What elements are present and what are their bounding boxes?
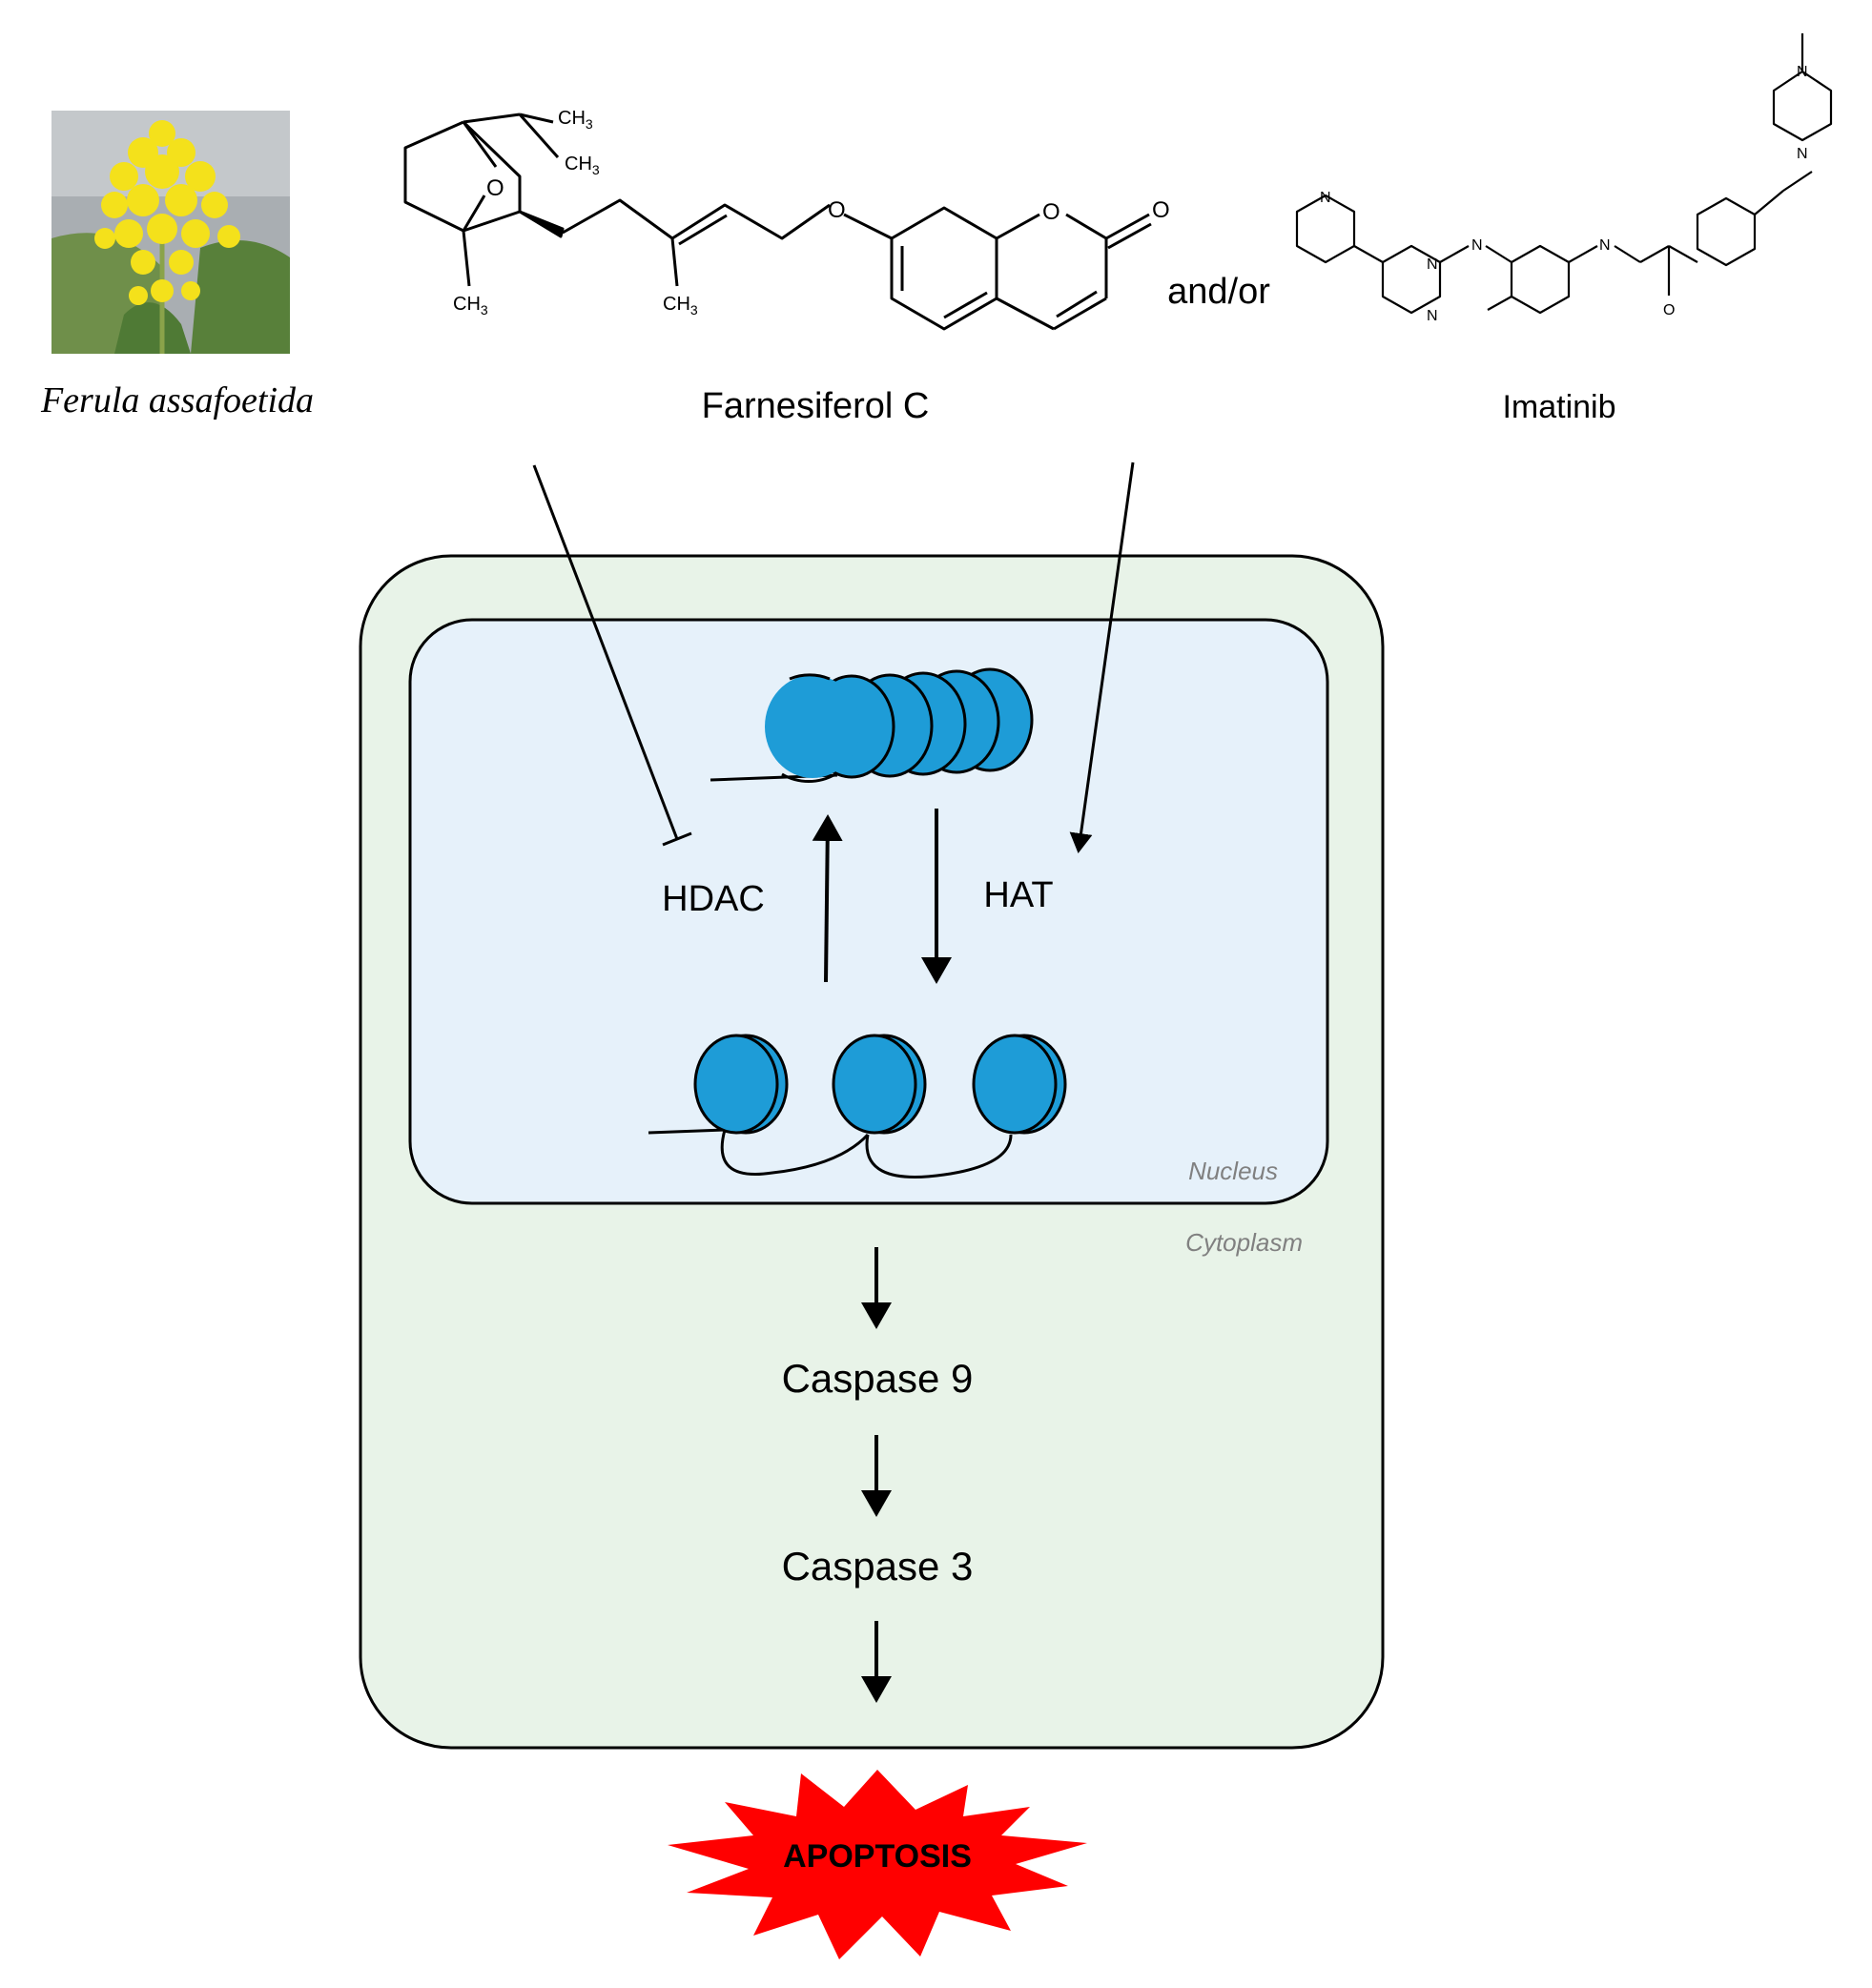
caspase-9-label: Caspase 9 bbox=[782, 1356, 974, 1401]
methyl-label: CH3 bbox=[558, 108, 593, 132]
apoptosis-label: APOPTOSIS bbox=[783, 1838, 972, 1875]
hat-activation-arrow bbox=[1069, 461, 1135, 853]
condensation-arrow bbox=[812, 814, 843, 983]
open-chromatin bbox=[648, 1034, 1067, 1178]
nucleus-label: Nucleus bbox=[1188, 1157, 1278, 1185]
nitrogen-label: N bbox=[1599, 237, 1611, 254]
farnesiferol-structure bbox=[403, 113, 1152, 331]
ether-oxygen-label: O bbox=[828, 197, 846, 223]
farnesiferol-name-label: Farnesiferol C bbox=[702, 386, 930, 426]
plant-photo bbox=[51, 111, 290, 354]
hdac-label: HDAC bbox=[662, 879, 765, 919]
nucleosome bbox=[832, 1034, 917, 1135]
nucleosome bbox=[765, 675, 860, 778]
flower-cluster bbox=[94, 120, 240, 305]
caspase-3-label: Caspase 3 bbox=[782, 1544, 974, 1588]
nitrogen-label: N bbox=[1797, 64, 1808, 80]
farnesiferol-atom-labels: CH3 CH3 CH3 CH3 O O O O bbox=[453, 108, 1170, 318]
nitrogen-label: N bbox=[1797, 146, 1808, 162]
cell-nucleus bbox=[408, 618, 1329, 1205]
methyl-label: CH3 bbox=[565, 154, 600, 177]
plant-name-label: Ferula assafoetida bbox=[40, 380, 314, 420]
carbonyl-oxygen-label: O bbox=[1152, 197, 1170, 223]
lactone-oxygen-label: O bbox=[1042, 199, 1060, 225]
nucleosome bbox=[693, 1034, 779, 1135]
nucleosome bbox=[972, 1034, 1058, 1135]
methyl-label: CH3 bbox=[453, 294, 488, 318]
oxygen-label: O bbox=[1663, 302, 1675, 318]
hdac-inhibition-line bbox=[532, 464, 692, 847]
nitrogen-label: N bbox=[1471, 237, 1483, 254]
and-or-connector-label: and/or bbox=[1167, 272, 1270, 312]
cytoplasm-label: Cytoplasm bbox=[1185, 1228, 1303, 1257]
methyl-label: CH3 bbox=[663, 294, 698, 318]
nitrogen-label: N bbox=[1320, 190, 1331, 206]
imatinib-atom-labels: N N N N N N N O bbox=[1320, 64, 1808, 324]
nitrogen-label: N bbox=[1427, 308, 1438, 324]
condensed-chromatin bbox=[710, 667, 1034, 784]
nitrogen-label: N bbox=[1427, 256, 1438, 273]
bridge-oxygen-label: O bbox=[486, 175, 504, 201]
hat-label: HAT bbox=[983, 875, 1053, 915]
apoptosis-burst bbox=[668, 1770, 1087, 1959]
imatinib-name-label: Imatinib bbox=[1502, 389, 1615, 425]
imatinib-structure bbox=[1295, 33, 1833, 315]
